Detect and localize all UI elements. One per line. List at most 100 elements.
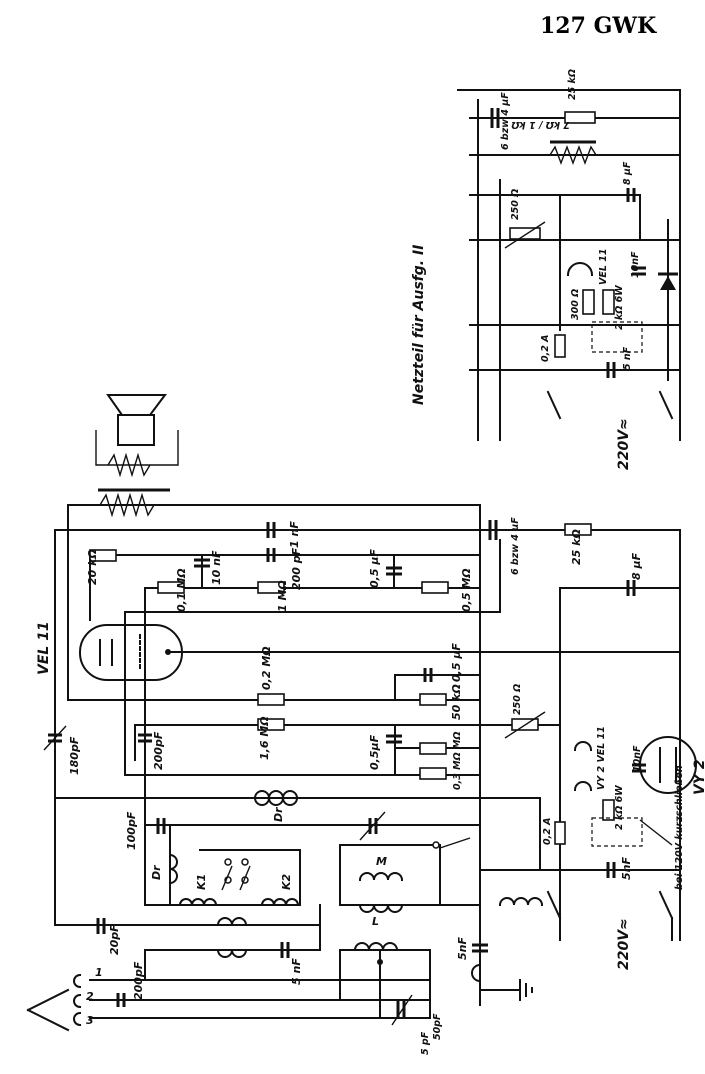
- inset-diode: [658, 272, 678, 290]
- svg-text:Dr: Dr: [150, 865, 163, 880]
- svg-text:K2: K2: [280, 873, 293, 890]
- cap-200pF-b: 200pF: [138, 731, 165, 770]
- main-wiring: [54, 504, 681, 1019]
- inset-caption: Netzteil für Ausfg. II: [411, 245, 427, 405]
- inset-pot-250: 250 Ω: [504, 189, 546, 249]
- svg-text:1 nF: 1 nF: [288, 521, 301, 548]
- svg-text:250 Ω: 250 Ω: [510, 189, 521, 220]
- cap-6bzw-4uF: 6 bzw 4 µF: [488, 517, 521, 575]
- svg-text:8 µF: 8 µF: [622, 161, 633, 185]
- antenna: 1 2 3: [26, 966, 103, 1032]
- svg-text:10 nF: 10 nF: [210, 550, 223, 585]
- trimmer-180pF: 180pF: [43, 725, 81, 775]
- variable-cap: [359, 811, 386, 841]
- svg-text:VY 2 VEL 11: VY 2 VEL 11: [596, 726, 607, 790]
- cap-5pF-50pF: 5 pF 50pF: [391, 994, 443, 1055]
- coupling-coil: [216, 917, 248, 958]
- svg-text:5 nF: 5 nF: [622, 346, 633, 370]
- coil-l: L: [358, 903, 404, 928]
- svg-text:0,5 µF: 0,5 µF: [368, 549, 381, 588]
- svg-text:1,6 MΩ: 1,6 MΩ: [258, 716, 271, 760]
- svg-text:5nF: 5nF: [456, 937, 469, 960]
- resistor-1-6M: 1,6 MΩ: [257, 716, 285, 760]
- svg-text:0,3 MΩ MΩ: 0,3 MΩ MΩ: [452, 731, 463, 790]
- cap-0-5uF: 0,5 µF: [368, 549, 402, 589]
- svg-text:0,5 µF: 0,5 µF: [450, 643, 463, 682]
- svg-text:1 MΩ: 1 MΩ: [276, 580, 289, 612]
- mains-switch: 220V≈: [546, 890, 674, 970]
- svg-text:200pF: 200pF: [132, 961, 145, 1000]
- svg-text:20pF: 20pF: [108, 924, 121, 955]
- inset-cap-10nF: 10nF: [630, 251, 646, 278]
- inset-cap-5nF: 5 nF: [606, 346, 633, 378]
- tube-vel11: VEL 11: [36, 621, 681, 681]
- cap-1nF: 1 nF: [266, 521, 301, 548]
- output-transformer: [98, 488, 170, 518]
- input-transformer: [353, 942, 399, 965]
- cap-5nF-c: 5nF: [456, 937, 488, 960]
- svg-text:1: 1: [95, 966, 103, 979]
- svg-text:180pF: 180pF: [68, 736, 81, 775]
- cap-10nF: 10 nF: [194, 550, 223, 589]
- svg-text:7 kΩ / 1 kΩ: 7 kΩ / 1 kΩ: [511, 119, 570, 130]
- inset-cap-8uF: 8 µF: [622, 161, 636, 202]
- model-title: 127 GWK: [540, 13, 657, 39]
- resistor-0-5M: 0,5 MΩ: [421, 568, 473, 612]
- tube-vy2: VY 2: [639, 736, 705, 795]
- svg-text:0,1 MΩ: 0,1 MΩ: [175, 568, 188, 612]
- resistor-25k: 25 kΩ: [564, 523, 592, 565]
- svg-text:220V≈: 220V≈: [616, 918, 632, 970]
- inset-tube-label: VEL 11: [598, 249, 609, 285]
- ground-symbol: [471, 963, 533, 1001]
- svg-text:6 bzw 4 µF: 6 bzw 4 µF: [500, 92, 511, 150]
- pot-250: 250 Ω: [504, 684, 546, 739]
- svg-text:3: 3: [86, 1014, 94, 1027]
- svg-text:M: M: [376, 855, 387, 868]
- svg-text:200pF: 200pF: [152, 731, 165, 770]
- note-120v: bei 120V kurzschließen: [639, 765, 685, 890]
- svg-text:5 nF: 5 nF: [290, 958, 303, 985]
- cap-0-5uF-c: 0,5µF: [368, 734, 402, 770]
- inset-mains-label: 220V≈: [616, 418, 632, 470]
- svg-text:100pF: 100pF: [125, 811, 138, 850]
- inset-power-supply: 6 bzw 4 µF 25 kΩ 7 kΩ / 1 kΩ 8 µF 250 Ω …: [457, 69, 681, 470]
- svg-text:25 kΩ: 25 kΩ: [567, 69, 578, 100]
- inset-resistor-300: 300 Ω: [570, 289, 595, 320]
- svg-text:2 kΩ 6W: 2 kΩ 6W: [614, 285, 625, 330]
- svg-text:0,5 MΩ: 0,5 MΩ: [460, 568, 473, 612]
- resistor-20k: 20 kΩ: [86, 549, 117, 585]
- resistor-0-2M: 0,2 MΩ: [257, 646, 285, 706]
- inset-cap-6bzw-4uF: 6 bzw 4 µF: [490, 92, 511, 150]
- svg-text:6 bzw 4 µF: 6 bzw 4 µF: [510, 517, 521, 575]
- svg-text:K1: K1: [195, 874, 208, 890]
- svg-text:25 kΩ: 25 kΩ: [570, 529, 583, 565]
- mains-choke: [498, 897, 544, 907]
- inset-fuse: 0,2 A: [540, 334, 566, 363]
- svg-text:bei 120V kurzschließen: bei 120V kurzschließen: [674, 765, 685, 890]
- heater-chain: VY 2 VEL 11 2 kΩ 6W 10nF: [573, 726, 646, 847]
- cap-5nF-d: 5nF: [606, 857, 633, 880]
- svg-text:0,2 A: 0,2 A: [540, 335, 551, 363]
- coil-k1: K1: [178, 874, 218, 907]
- svg-text:Dr: Dr: [272, 807, 285, 822]
- svg-text:20 kΩ: 20 kΩ: [86, 549, 99, 585]
- svg-text:VEL 11: VEL 11: [36, 621, 52, 675]
- svg-text:2 kΩ 6W: 2 kΩ 6W: [614, 785, 625, 830]
- svg-text:8 µF: 8 µF: [630, 552, 643, 580]
- svg-text:10nF: 10nF: [632, 745, 643, 772]
- svg-text:250 Ω: 250 Ω: [512, 684, 523, 715]
- inset-choke: 7 kΩ / 1 kΩ: [511, 119, 597, 165]
- cap-5nF-b: 5 nF: [280, 942, 303, 985]
- inset-resistor-2k: 2 kΩ 6W: [602, 285, 625, 330]
- cap-200pF-c: 200pF: [116, 961, 145, 1007]
- cap-200pF-top: 200 pF: [266, 547, 303, 590]
- svg-text:L: L: [372, 915, 379, 928]
- speaker: [95, 394, 179, 478]
- coil-dr: Dr: [150, 853, 178, 885]
- resistor-0-1M: 0,1 MΩ: [157, 568, 188, 612]
- svg-text:2: 2: [86, 990, 94, 1003]
- coil-k2: K2: [260, 873, 300, 907]
- inset-resistor-25k: 25 kΩ: [564, 69, 596, 124]
